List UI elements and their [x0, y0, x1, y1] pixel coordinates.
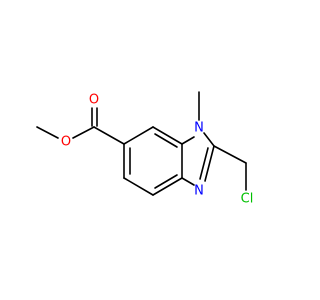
- bond-n1-c2: [203, 132, 215, 147]
- bond-c8-n3: [181, 177, 195, 186]
- bond-c7-n1: [181, 136, 195, 145]
- bond-c2-n3-double-b: [199, 147, 209, 180]
- molecule-structure-diagram: O O N N Cl: [36, 91, 254, 207]
- n-methyl-nitrogen-label: N: [194, 121, 204, 136]
- ester-oxygen-label: O: [61, 135, 71, 150]
- bond-ring-c5-c6: [123, 126, 154, 145]
- chlorine-label: Cl: [241, 192, 254, 207]
- bond-c2-ch2: [213, 145, 247, 164]
- bond-carbonyl-ring: [93, 126, 125, 145]
- bond-ring-c9-c10: [123, 177, 154, 196]
- carbonyl-oxygen-label: O: [89, 93, 99, 108]
- bond-c2-n3-double-a: [204, 145, 215, 182]
- bond-ring-c8-c9-inner: [154, 174, 178, 189]
- bond-ring-c6-c7-inner: [154, 133, 178, 148]
- bond-methyl-ester-oxygen: [36, 126, 59, 139]
- bond-ring-c6-c7: [152, 126, 183, 145]
- bond-ring-c8-c9: [152, 177, 183, 196]
- bond-ester-oxygen-carbonyl: [72, 126, 95, 139]
- imine-nitrogen-label: N: [194, 184, 204, 199]
